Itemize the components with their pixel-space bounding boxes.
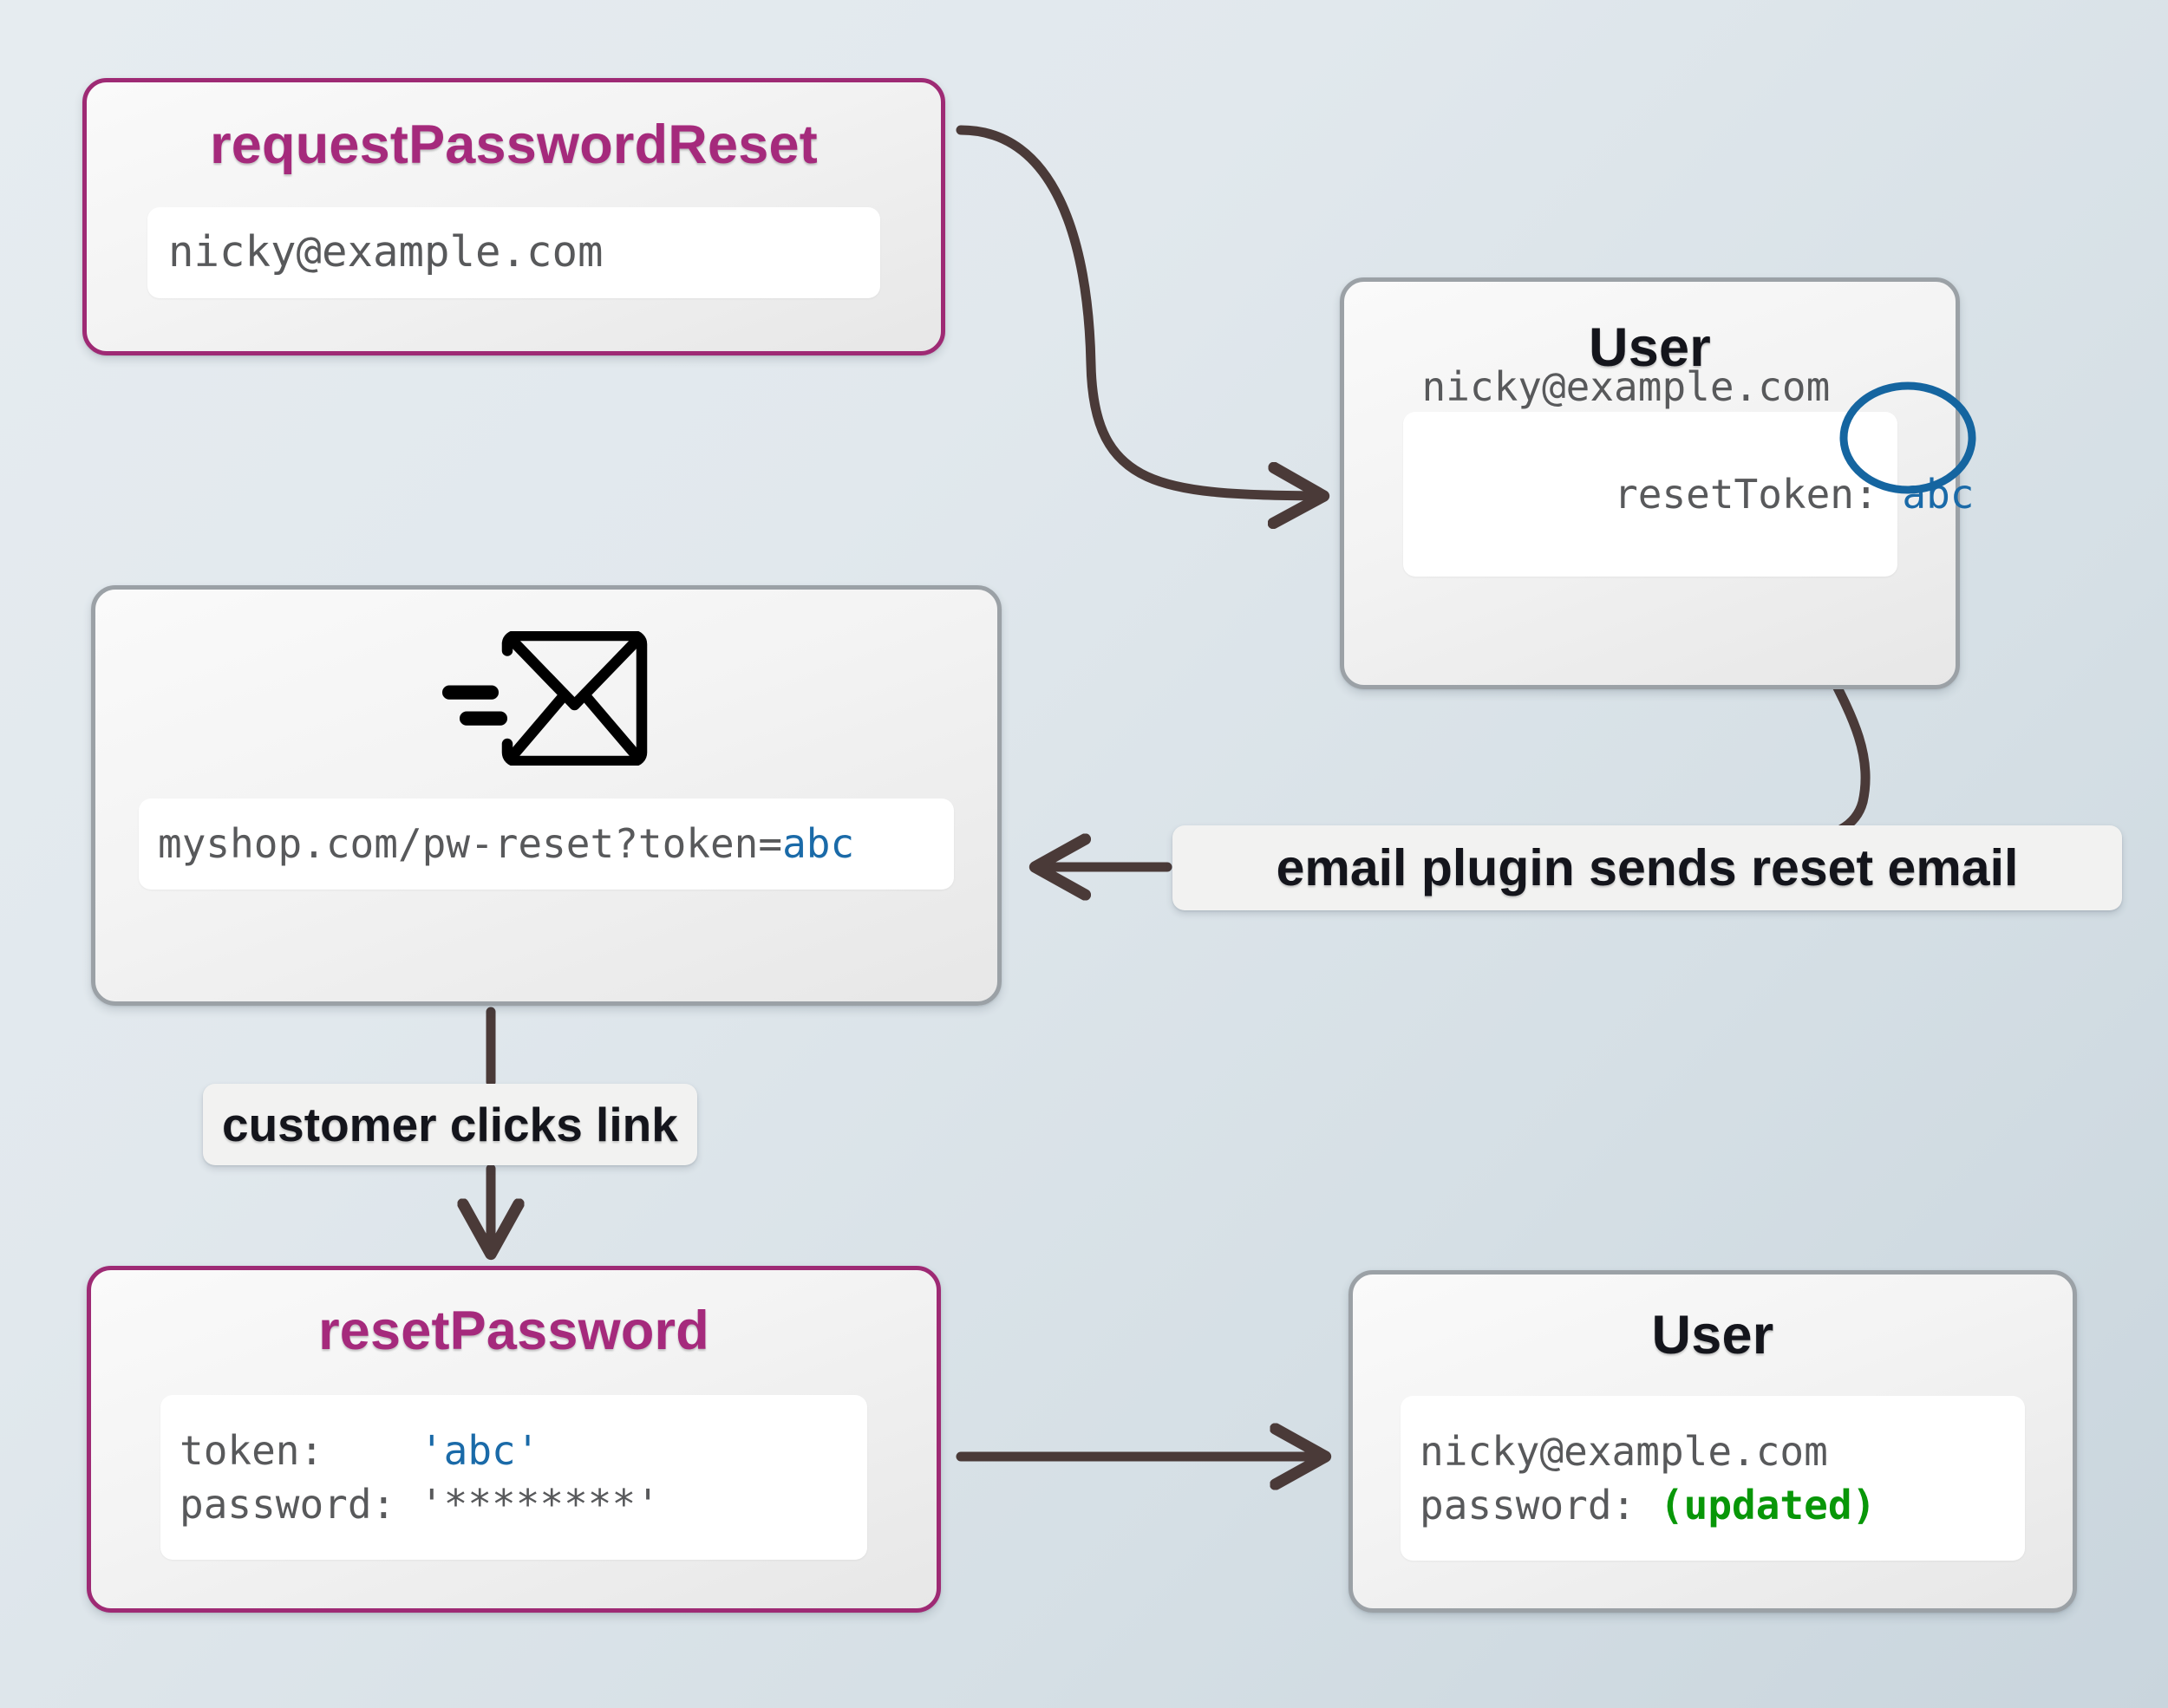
panel-reset-password: token: 'abc' password: '********'	[160, 1395, 867, 1560]
edge-label-customer-clicks: customer clicks link	[203, 1084, 697, 1165]
node-email-card[interactable]: myshop.com/pw-reset?token=abc	[91, 585, 1002, 1006]
panel-row-email: nicky@example.com	[1420, 1427, 1828, 1475]
node-title-reset-password: resetPassword	[318, 1301, 709, 1361]
panel-row-reset-link: myshop.com/pw-reset?token=abc	[158, 817, 935, 870]
reset-token-label: resetToken:	[1614, 470, 1903, 518]
node-user-updated[interactable]: User nicky@example.com password: (update…	[1348, 1270, 2077, 1613]
panel-row-password: password: '********'	[180, 1481, 660, 1528]
token-highlight-circle-icon	[1839, 381, 1975, 494]
panel-request-password-reset: nicky@example.com	[147, 207, 880, 298]
node-title-user-token: User	[1589, 317, 1711, 378]
sent-envelope-icon	[442, 631, 648, 766]
panel-row-email: nicky@example.com	[1421, 362, 1831, 410]
panel-user-updated: nicky@example.com password: (updated)	[1401, 1396, 2025, 1561]
reset-token-value: abc	[1902, 470, 1975, 518]
panel-row-email: nicky@example.com	[168, 227, 604, 277]
node-title-user-updated: User	[1651, 1305, 1774, 1366]
password-value: (updated)	[1659, 1482, 1877, 1529]
edge-request-to-user	[956, 125, 1318, 496]
panel-user-token: nicky@example.com resetToken: abc	[1402, 363, 1975, 577]
panel-row-reset-token: resetToken: abc	[1422, 381, 1975, 629]
token-value: 'abc'	[419, 1426, 540, 1474]
panel-email-link: myshop.com/pw-reset?token=abc	[139, 799, 954, 890]
edge-label-email-plugin: email plugin sends reset email	[1172, 825, 2122, 910]
panel-row-token: token: 'abc'	[180, 1424, 848, 1477]
node-title-request-password-reset: requestPasswordReset	[210, 114, 818, 175]
node-reset-password[interactable]: resetPassword token: 'abc' password: '**…	[87, 1266, 941, 1613]
node-user-token[interactable]: User nicky@example.com resetToken: abc	[1340, 277, 1975, 689]
reset-link-token: abc	[782, 820, 855, 868]
panel-row-password: password: (updated)	[1420, 1478, 2006, 1532]
node-request-password-reset[interactable]: requestPasswordReset nicky@example.com	[82, 78, 945, 355]
token-label: token:	[180, 1426, 420, 1474]
reset-link-label: myshop.com/pw-reset?token=	[158, 820, 783, 868]
password-label: password:	[1420, 1482, 1660, 1529]
